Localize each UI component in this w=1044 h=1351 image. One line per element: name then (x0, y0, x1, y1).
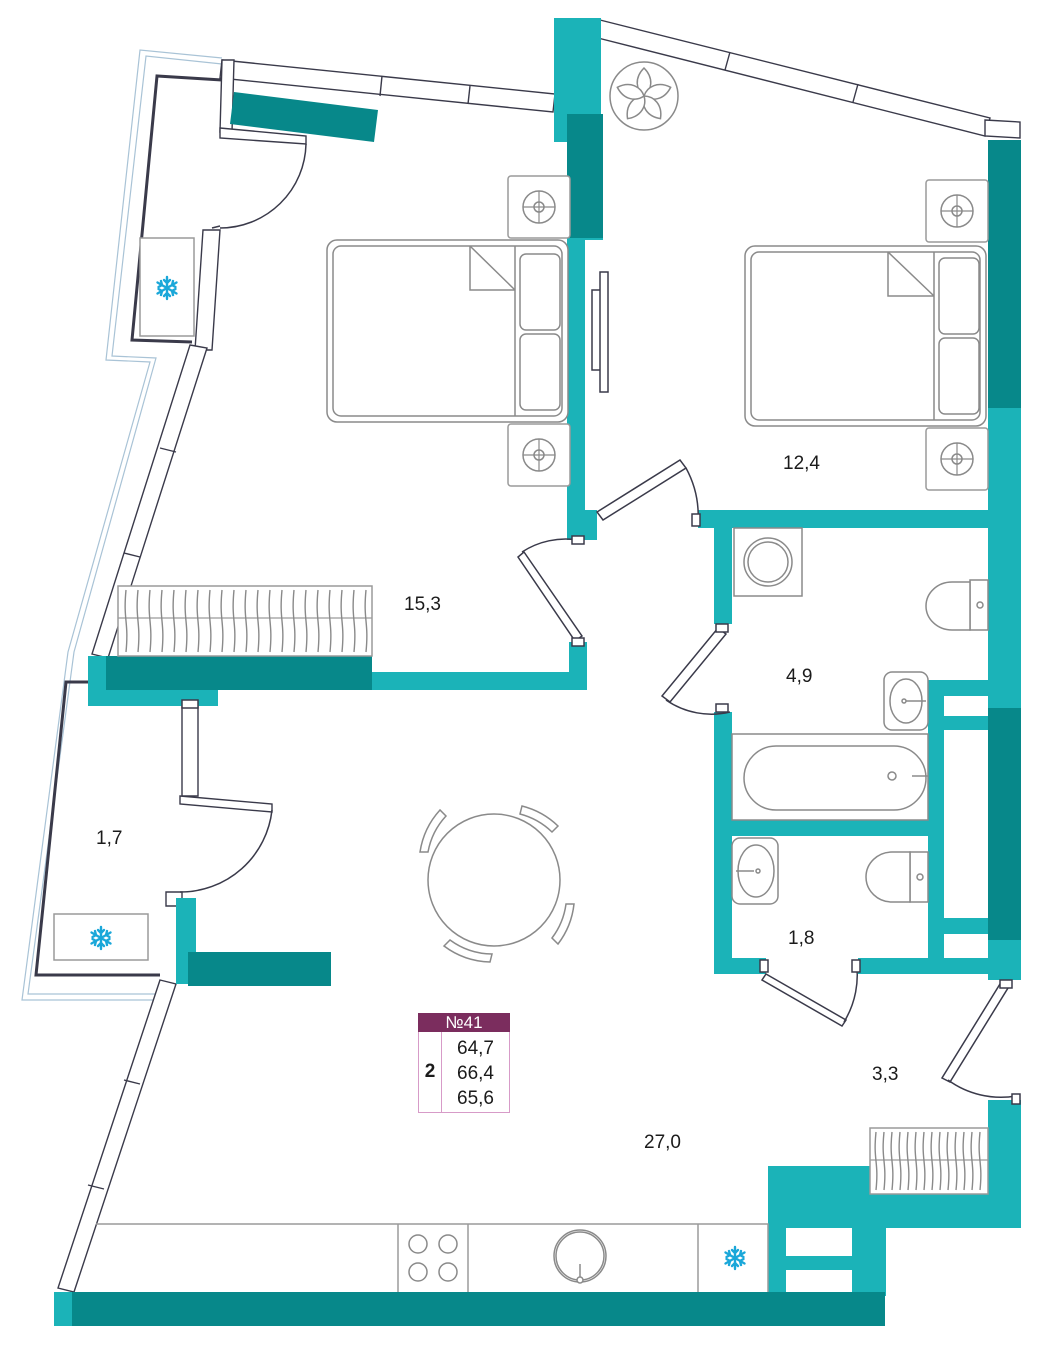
hanger-stroke (930, 1131, 934, 1191)
bed-icon (326, 239, 569, 423)
area-total: 64,7 (457, 1038, 494, 1059)
apartment-badge: №41 2 64,7 66,4 65,6 (418, 1013, 510, 1113)
hanger-stroke (882, 1131, 886, 1191)
area-wc: 1,8 (788, 928, 814, 949)
hanger-stroke (220, 589, 224, 653)
ac-unit (139, 237, 195, 337)
washer-icon (733, 527, 803, 597)
walls-structural (72, 92, 1021, 1326)
hanger-stroke (364, 589, 368, 653)
hanger-stroke (184, 589, 188, 653)
hanger-stroke (914, 1131, 918, 1191)
room-count: 2 (419, 1032, 442, 1112)
hanger-stroke (124, 589, 128, 653)
hanger-stroke (292, 589, 296, 653)
hanger-stroke (340, 589, 344, 653)
area-bedroom-2: 12,4 (783, 453, 820, 474)
toilet-icon (925, 579, 989, 631)
balcony-outline (21, 49, 223, 1001)
nightstand (507, 423, 571, 487)
hanger-stroke (148, 589, 152, 653)
hanger-stroke (352, 589, 356, 653)
hanger-stroke (196, 589, 200, 653)
hanger-stroke (938, 1131, 942, 1191)
hanger-stroke (304, 589, 308, 653)
nightstand (925, 427, 989, 491)
area-bathroom: 4,9 (786, 666, 812, 687)
balcony-rail (34, 74, 223, 977)
radiator-icon (869, 1127, 989, 1195)
plant-icon (609, 61, 679, 131)
sink-icon (883, 671, 929, 731)
hanger-stroke (328, 589, 332, 653)
apartment-areas: 2 64,7 66,4 65,6 (418, 1032, 510, 1113)
nightstand (507, 175, 571, 239)
sink-icon (731, 837, 779, 905)
toilet-icon (865, 851, 929, 903)
hanger-stroke (962, 1131, 966, 1191)
area-living-kitchen: 27,0 (644, 1132, 681, 1153)
dining-table-icon (419, 805, 575, 963)
doors (179, 143, 1021, 1105)
hanger-stroke (970, 1131, 974, 1191)
bed-icon (744, 245, 987, 427)
hanger-stroke (890, 1131, 894, 1191)
hanger-stroke (280, 589, 284, 653)
hanger-stroke (874, 1131, 878, 1191)
hanger-stroke (208, 589, 212, 653)
area-bedroom-1: 15,3 (404, 594, 441, 615)
hanger-stroke (906, 1131, 910, 1191)
hanger-stroke (172, 589, 176, 653)
sink-icon (553, 1229, 607, 1284)
nightstand (925, 179, 989, 243)
area-with-balcony: 66,4 (457, 1063, 494, 1084)
area-hallway: 3,3 (872, 1064, 898, 1085)
hanger-stroke (160, 589, 164, 653)
hanger-stroke (316, 589, 320, 653)
snowflake-icon (724, 1245, 746, 1271)
hanger-stroke (244, 589, 248, 653)
apartment-number: №41 (418, 1013, 510, 1032)
ac-unit (53, 913, 149, 961)
hanger-stroke (946, 1131, 950, 1191)
radiator-icon (117, 585, 373, 657)
area-balcony: 1,7 (96, 828, 122, 849)
hanger-stroke (978, 1131, 982, 1191)
hanger-stroke (136, 589, 140, 653)
hanger-stroke (268, 589, 272, 653)
hanger-stroke (922, 1131, 926, 1191)
room-labels: 15,3 12,4 4,9 1,7 1,8 3,3 27,0 (96, 453, 898, 1153)
bathtub-icon (731, 733, 929, 821)
hanger-stroke (954, 1131, 958, 1191)
area-reduced: 65,6 (457, 1088, 494, 1109)
hanger-stroke (898, 1131, 902, 1191)
kitchen-counter (96, 1223, 769, 1292)
wardrobe-rail (591, 271, 609, 393)
hanger-stroke (256, 589, 260, 653)
hanger-stroke (232, 589, 236, 653)
stove-icon (408, 1234, 458, 1282)
